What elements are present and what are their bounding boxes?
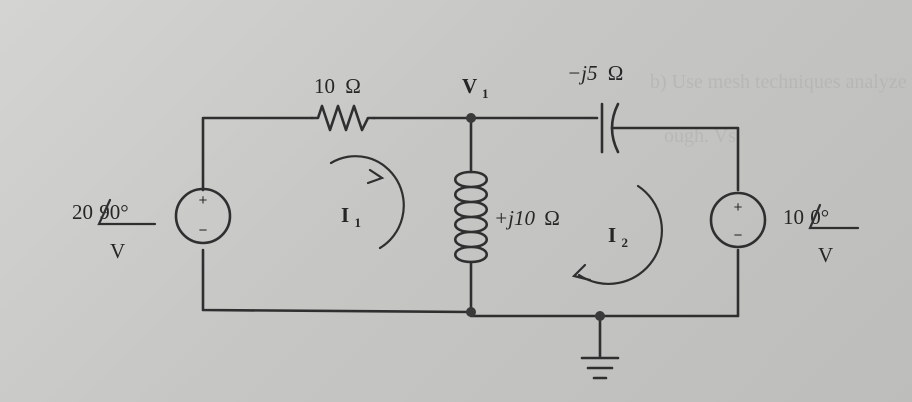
source-right-plus: +	[734, 199, 743, 216]
node-v1-label: V 1	[462, 74, 489, 101]
source-left-magnitude: 20	[72, 200, 93, 224]
inductor-label: +j10 Ω	[494, 206, 560, 230]
mesh-i1-arrowhead	[366, 168, 385, 185]
angle-symbol-left	[97, 198, 157, 226]
node-v1-main: V	[462, 74, 477, 98]
source-right-minus: −	[734, 227, 743, 244]
wire-top-right	[610, 126, 740, 192]
resistor-unit: Ω	[345, 74, 361, 98]
source-right-unit: V	[818, 243, 833, 267]
voltage-source-left	[174, 187, 232, 245]
inductor-value: +j10	[494, 206, 536, 230]
source-left-minus: −	[199, 222, 208, 239]
background-question-text-2: ough. Vs	[664, 125, 736, 147]
resistor-value: 10	[314, 74, 335, 98]
wire-bottom-left	[201, 248, 473, 314]
source-right-magnitude: 10	[783, 205, 804, 229]
mesh-i1-label: I 1	[341, 203, 361, 230]
resistor-label: 10 Ω	[314, 74, 361, 98]
resistor-symbol	[310, 104, 376, 132]
mesh-i2-main: I	[608, 223, 616, 247]
mesh-i1-main: I	[341, 203, 349, 227]
inductor-unit: Ω	[544, 206, 560, 230]
capacitor-unit: Ω	[608, 61, 624, 85]
mesh-i2-arrow	[577, 184, 663, 285]
node-ground-dot	[595, 311, 605, 321]
wire-right-bottom	[469, 248, 740, 318]
mesh-i1-arrow	[329, 155, 405, 250]
mesh-i2-sub: 2	[621, 235, 628, 250]
angle-symbol-right	[808, 203, 860, 230]
inductor-symbol	[453, 170, 489, 264]
node-v1-sub: 1	[482, 86, 489, 101]
mesh-i2-label: I 2	[608, 223, 628, 250]
capacitor-value: −j5	[567, 61, 598, 85]
node-bottom-center-dot	[466, 307, 476, 317]
source-right-phasor: 10 0°	[783, 205, 829, 229]
wire-left-top	[201, 116, 314, 192]
source-left-plus: +	[199, 192, 208, 209]
background-question-text: b) Use mesh techniques analyze the circu…	[650, 71, 912, 93]
voltage-source-right	[709, 191, 767, 249]
source-left-unit: V	[110, 239, 125, 263]
source-right-angle: 0°	[810, 205, 829, 229]
mesh-i1-sub: 1	[354, 215, 361, 230]
node-v1-dot	[466, 113, 476, 123]
mesh-i2-arrowhead	[571, 263, 592, 282]
capacitor-label: −j5 Ω	[567, 61, 623, 85]
